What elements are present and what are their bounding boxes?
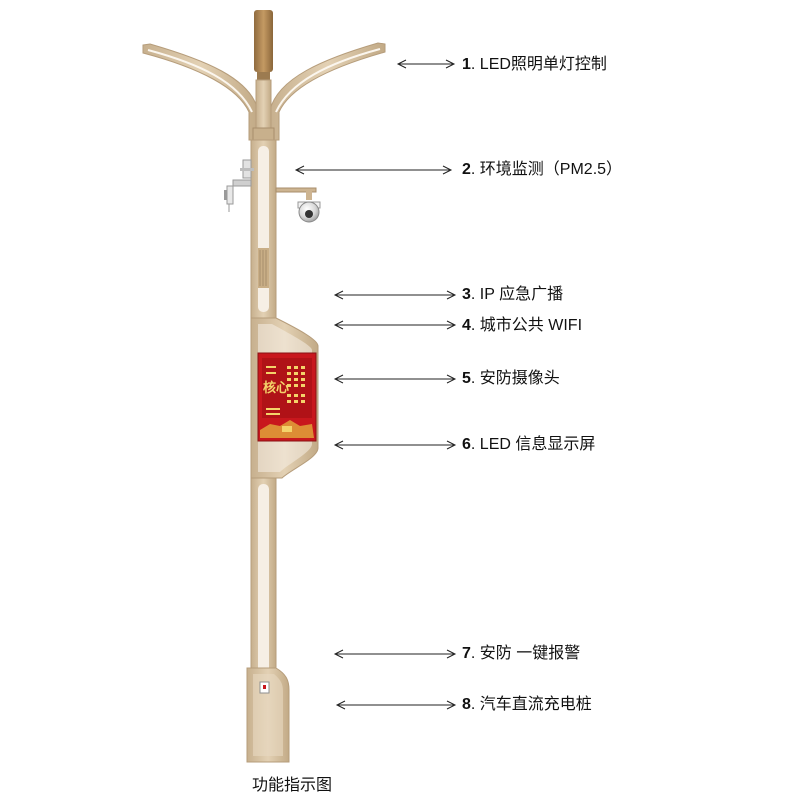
feature-number: 4 xyxy=(462,317,471,334)
feature-text: . 环境监测（PM2.5） xyxy=(470,161,623,178)
feature-number: 5 xyxy=(462,370,471,387)
middle-pole xyxy=(250,477,277,679)
arrowhead-right xyxy=(446,374,457,384)
arrowhead-left xyxy=(333,649,344,659)
charging-pile-base xyxy=(246,667,290,763)
arrowhead-right xyxy=(446,440,457,450)
feature-text: . 城市公共 WIFI xyxy=(470,317,583,334)
screen-big-char: 核心 xyxy=(263,381,290,396)
feature-number: 8 xyxy=(462,696,471,713)
feature-label-5: 5. 安防摄像头 xyxy=(462,369,560,389)
feature-label-4: 4. 城市公共 WIFI xyxy=(462,316,582,336)
arrowhead-right xyxy=(446,649,457,659)
diagram-caption: 功能指示图 xyxy=(252,777,333,794)
feature-label-1: 1. LED照明单灯控制 xyxy=(462,55,607,75)
feature-label-8: 8. 汽车直流充电桩 xyxy=(462,695,592,715)
environment-sensor xyxy=(224,159,254,212)
feature-label-7: 7. 安防 一键报警 xyxy=(462,644,580,664)
feature-number: 6 xyxy=(462,436,471,453)
arrowhead-right xyxy=(446,320,457,330)
security-camera xyxy=(275,187,321,223)
led-lamp-arms xyxy=(142,42,386,141)
arrowhead-left xyxy=(396,59,407,69)
arrowhead-right xyxy=(446,700,457,710)
arrowhead-right xyxy=(446,290,457,300)
feature-text: . 汽车直流充电桩 xyxy=(470,696,592,713)
arrowhead-left xyxy=(335,700,346,710)
led-display-screen xyxy=(257,352,317,442)
arrowhead-left xyxy=(333,320,344,330)
arrowhead-right xyxy=(445,59,456,69)
arrowhead-left xyxy=(333,440,344,450)
screen-text-columns xyxy=(266,366,305,415)
feature-text: . 安防摄像头 xyxy=(470,370,560,387)
arrowhead-left xyxy=(294,165,305,175)
feature-number: 3 xyxy=(462,286,471,303)
feature-label-2: 2. 环境监测（PM2.5） xyxy=(462,160,622,180)
feature-text: . LED照明单灯控制 xyxy=(470,56,607,73)
pole-top-cap xyxy=(254,10,273,82)
upper-pole xyxy=(250,79,277,319)
feature-label-6: 6. LED 信息显示屏 xyxy=(462,435,595,455)
feature-number: 1 xyxy=(462,56,471,73)
feature-number: 7 xyxy=(462,645,471,662)
feature-label-3: 3. IP 应急广播 xyxy=(462,285,563,305)
feature-text: . LED 信息显示屏 xyxy=(470,436,596,453)
feature-number: 2 xyxy=(462,161,471,178)
callout-arrows xyxy=(294,59,457,710)
arrowhead-right xyxy=(442,165,453,175)
feature-text: . 安防 一键报警 xyxy=(470,645,581,662)
arrowhead-left xyxy=(333,290,344,300)
arrowhead-left xyxy=(333,374,344,384)
feature-text: . IP 应急广播 xyxy=(470,286,564,303)
